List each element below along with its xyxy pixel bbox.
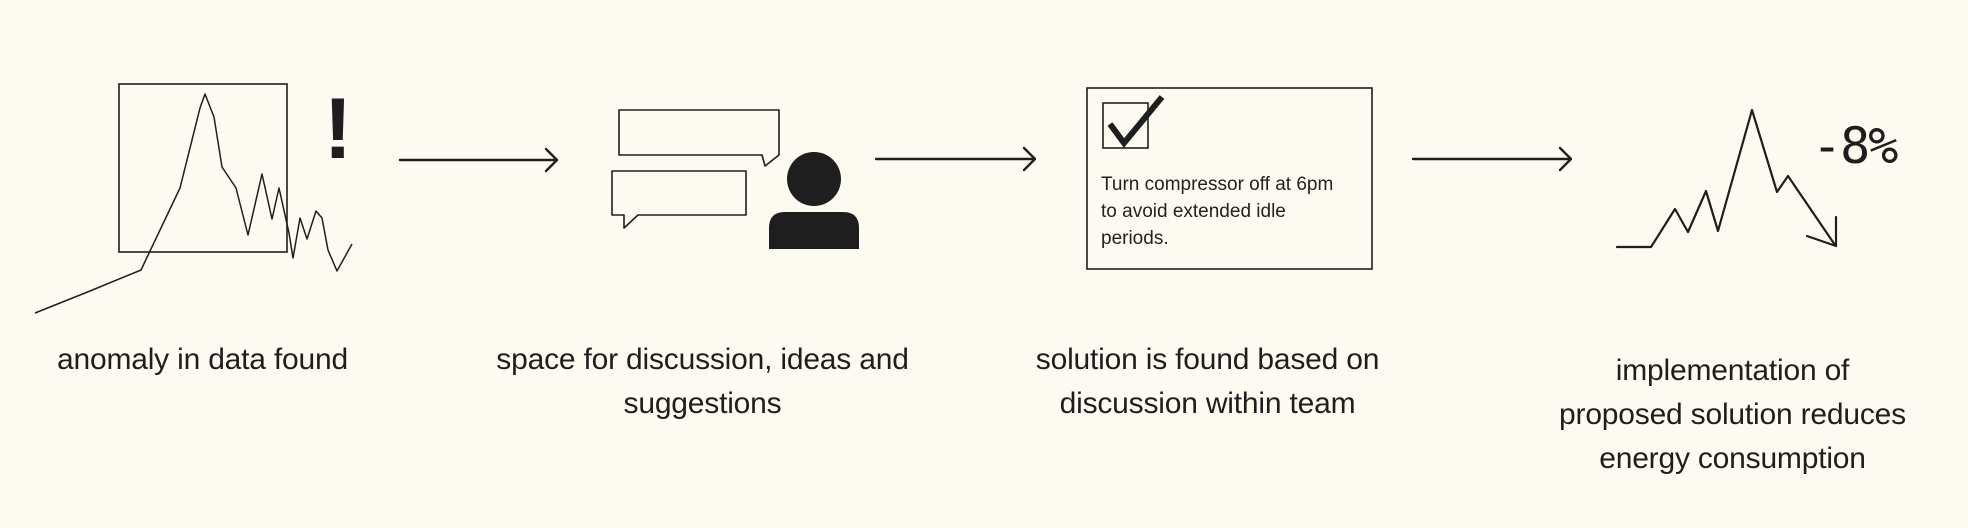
solution-card-frame [1086,87,1373,270]
alert-exclamation-icon: ! [324,81,353,177]
reduction-percentage: -8% [1812,117,1898,175]
checkbox-icon [1102,102,1149,149]
step-caption-implementation: implementation of proposed solution redu… [1559,354,1906,475]
anomaly-data-line [34,93,353,314]
arrow-right-icon [874,146,1037,172]
anomaly-highlight-box [118,83,288,253]
energy-trend-line [1615,108,1837,249]
step-caption-solution: solution is found based on discussion wi… [1035,343,1380,420]
anomaly-chart-icon [34,83,353,314]
energy-drop-chart-icon [1615,108,1838,249]
person-icon [769,152,859,249]
arrow-right-icon [398,147,559,173]
step-caption-anomaly: anomaly in data found [56,343,348,376]
speech-bubble-top-icon [618,109,780,167]
down-arrowhead-icon [1805,215,1838,248]
discussion-icon [611,109,859,249]
checkmark-icon [1107,95,1165,148]
step-caption-discussion: space for discussion, ideas and suggesti… [496,343,909,420]
solution-card-text: Turn compressor off at 6pm to avoid exte… [1101,174,1334,249]
speech-bubble-bottom-icon [611,170,747,229]
arrow-right-icon [1411,146,1573,172]
solution-card-icon [1086,87,1373,270]
